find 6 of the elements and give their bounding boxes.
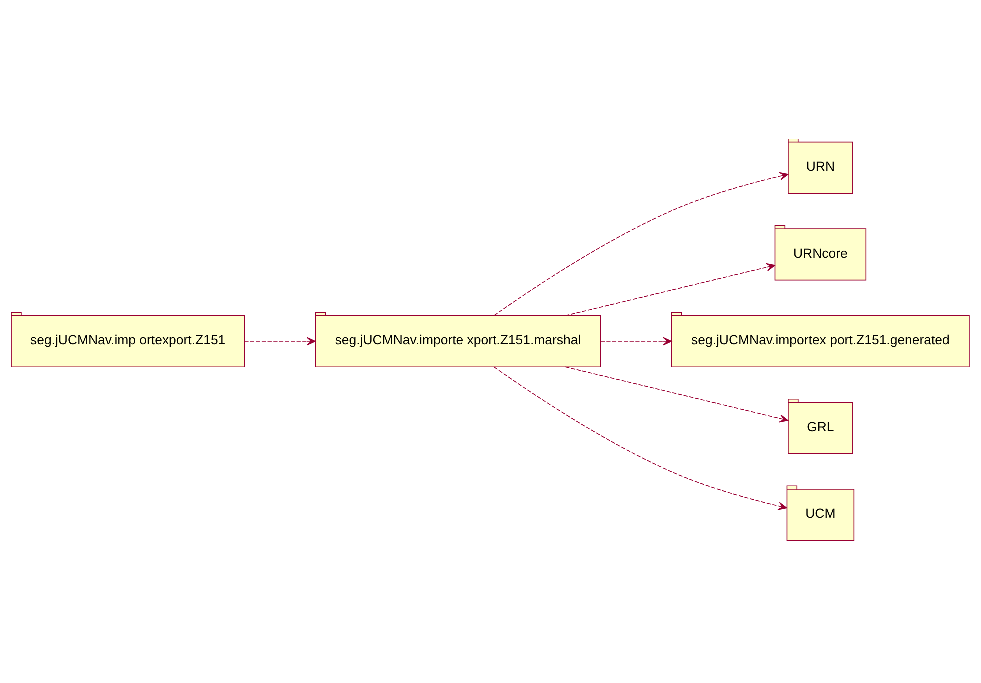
arrow (244, 337, 316, 346)
arrow (494, 172, 789, 316)
arrow (600, 337, 672, 346)
arrow (565, 263, 776, 316)
arrow (565, 366, 789, 423)
arrow (494, 366, 788, 510)
